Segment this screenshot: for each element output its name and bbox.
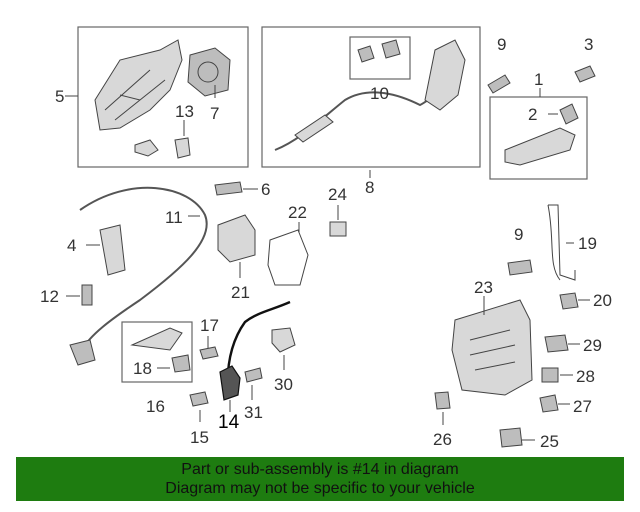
label-26: 26 <box>433 430 452 449</box>
info-banner: Part or sub-assembly is #14 in diagram D… <box>16 457 624 501</box>
right-fasteners <box>434 292 590 448</box>
label-25: 25 <box>540 432 559 451</box>
latch-assembly-group <box>65 26 249 168</box>
label-9-right: 9 <box>514 225 523 244</box>
label-8: 8 <box>365 178 374 197</box>
label-5: 5 <box>55 87 64 106</box>
label-31: 31 <box>244 403 263 422</box>
outside-handle-cable-group <box>261 26 481 178</box>
bolts-top <box>487 65 596 94</box>
label-24: 24 <box>328 185 347 204</box>
clip-24 <box>329 205 347 237</box>
door-module-23 <box>451 296 533 396</box>
banner-line-2: Diagram may not be specific to your vehi… <box>165 480 475 497</box>
small-fasteners <box>189 327 296 422</box>
cap-group <box>121 321 193 383</box>
label-19: 19 <box>578 234 597 253</box>
label-10: 10 <box>370 84 389 103</box>
bracket-19 <box>507 204 576 281</box>
label-22: 22 <box>288 203 307 222</box>
label-13: 13 <box>175 102 194 121</box>
label-18: 18 <box>133 359 152 378</box>
label-4: 4 <box>67 236 76 255</box>
label-29: 29 <box>583 336 602 355</box>
label-20: 20 <box>593 291 612 310</box>
label-28: 28 <box>576 367 595 386</box>
handle-group <box>489 88 588 180</box>
banner-line-1: Part or sub-assembly is #14 in diagram <box>181 461 459 478</box>
label-9-top: 9 <box>497 35 506 54</box>
label-3: 3 <box>584 35 593 54</box>
label-14: 14 <box>218 412 240 433</box>
label-11: 11 <box>165 208 183 227</box>
panel-parts <box>217 214 309 286</box>
label-27: 27 <box>573 397 592 416</box>
highlighted-part-14 <box>219 300 291 412</box>
label-2: 2 <box>528 105 537 124</box>
label-21: 21 <box>231 283 250 302</box>
label-7: 7 <box>210 104 219 123</box>
label-12: 12 <box>40 287 59 306</box>
label-23: 23 <box>474 278 493 297</box>
label-17: 17 <box>200 316 219 335</box>
label-30: 30 <box>274 375 293 394</box>
label-16: 16 <box>146 397 165 416</box>
inside-cable-group <box>66 186 208 366</box>
parts-diagram: 1 2 3 4 5 6 7 8 9 9 10 11 12 13 14 15 16… <box>40 26 612 451</box>
label-6: 6 <box>261 180 270 199</box>
label-15: 15 <box>190 428 209 447</box>
label-1: 1 <box>534 70 543 89</box>
bolt-6 <box>214 181 258 196</box>
